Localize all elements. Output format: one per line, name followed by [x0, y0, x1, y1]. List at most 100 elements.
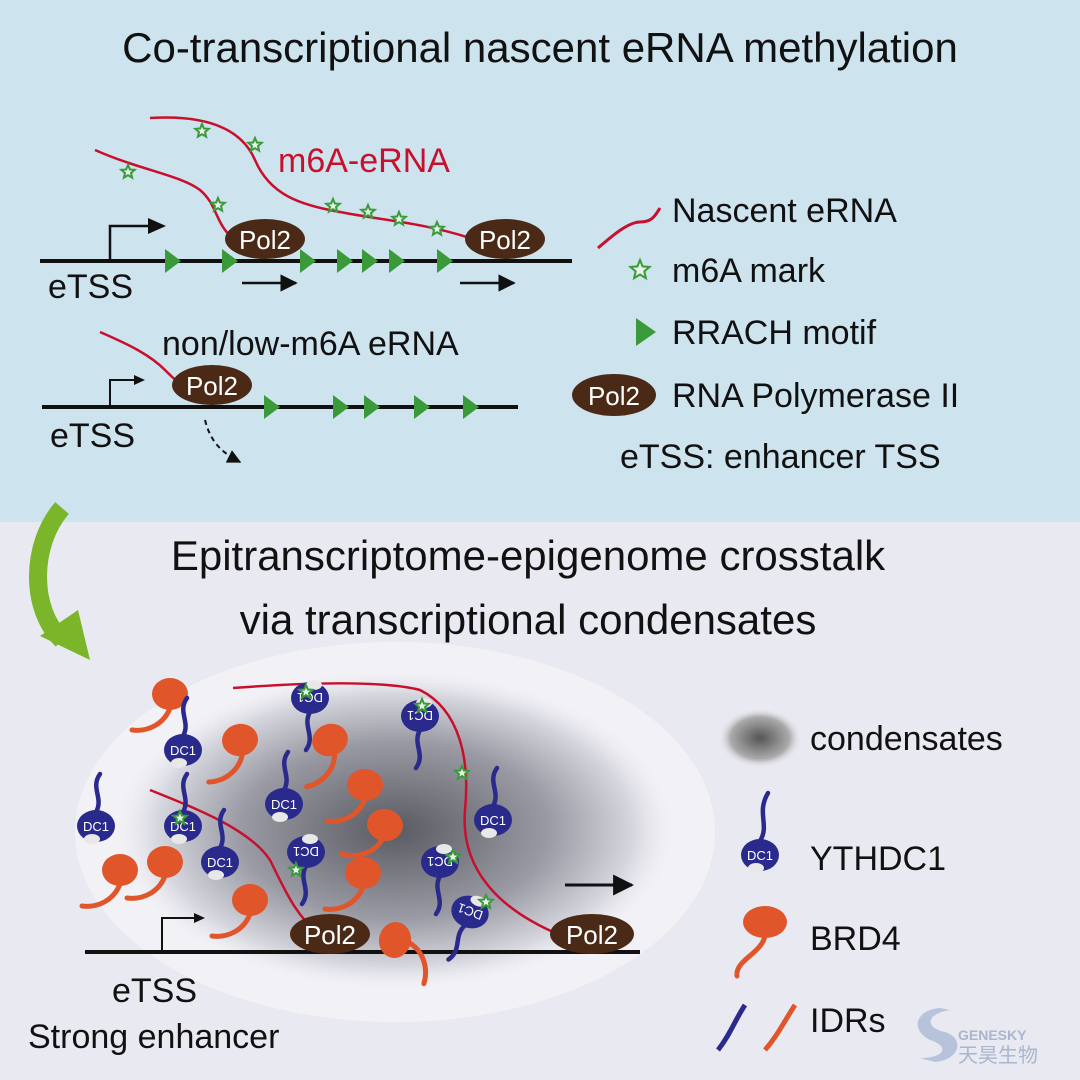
ythdc1-molecule: DC1: [265, 749, 303, 822]
legend-idr-orange-icon: [763, 1003, 798, 1052]
bottom-title-line-2: via transcriptional condensates: [240, 596, 817, 643]
pol2-top-1: Pol2: [225, 219, 305, 259]
rrach-motifs-row-1: [165, 249, 453, 273]
m6a-star-icon: [286, 860, 306, 878]
ythdc1-molecule: DC1: [474, 765, 512, 838]
dc1-label: DC1: [207, 855, 233, 870]
brd4-molecule: [324, 769, 383, 824]
ythdc1-molecule: DC1: [164, 695, 202, 768]
etss-arrow-head-1: [148, 218, 166, 234]
legend-m6a-mark: m6A mark: [672, 252, 826, 290]
legend-idrs: IDRs: [810, 1002, 886, 1040]
condensate-erna-short: [149, 788, 321, 936]
ythdc1-molecule: DC1: [287, 834, 325, 907]
ythdc1-molecule: DC1: [164, 771, 202, 844]
dc1-label: DC1: [480, 813, 506, 828]
pol2-label: Pol2: [479, 225, 531, 255]
dc1-label: DC1: [427, 854, 453, 869]
low-m6a-label: non/low-m6A eRNA: [162, 325, 459, 363]
legend-ythdc1: YTHDC1: [810, 840, 946, 878]
m6a-star-icon: [245, 135, 265, 153]
legend-brd4: BRD4: [810, 920, 901, 958]
dissociation-arrow: [204, 419, 242, 463]
dc1-label: DC1: [83, 819, 109, 834]
etss-arrow-1: [108, 224, 158, 261]
m6a-star-icon: [476, 892, 496, 910]
etss-arrow-head-bottom: [194, 913, 205, 923]
legend-ythdc1-icon: DC1: [741, 790, 779, 873]
pol2-bottom-1: Pol2: [290, 914, 370, 954]
brd4-molecule: [322, 857, 381, 912]
dc1-label: DC1: [271, 797, 297, 812]
etss-arrow-head-2: [134, 375, 145, 385]
brd4-molecule: [124, 846, 183, 901]
brd4-molecule: [734, 906, 787, 979]
ythdc1-molecule: DC1: [741, 790, 779, 873]
brd4-molecule: [338, 808, 403, 859]
molecules: DC1DC1DC1DC1DC1DC1DC1DC1DC1DC1DC1: [77, 678, 512, 987]
dc1-label: DC1: [170, 743, 196, 758]
m6a-erna-label: m6A-eRNA: [278, 142, 450, 180]
etss-label-2: eTSS: [50, 417, 135, 455]
m6a-star-icon: [628, 257, 652, 281]
rrach-motifs-row-2: [264, 395, 479, 419]
m6a-star-icon: [412, 696, 432, 714]
m6a-marks-bottom: [170, 682, 496, 910]
m6a-star-icon: [358, 202, 378, 220]
legend-rrach-triangle-icon: [636, 318, 656, 346]
m6a-star-icon: [208, 195, 228, 213]
dc1-label: DC1: [747, 848, 773, 863]
watermark-latin: GENESKY: [958, 1027, 1027, 1043]
m6a-star-icon: [389, 209, 409, 227]
pol2-label: Pol2: [186, 371, 238, 401]
bottom-title-line-1: Epitranscriptome-epigenome crosstalk: [171, 532, 886, 579]
m6a-star-icon: [170, 808, 190, 826]
ythdc1-molecule: DC1: [77, 771, 115, 844]
etss-label-bottom: eTSS: [112, 972, 197, 1010]
legend-pol2-badge-text: Pol2: [588, 381, 640, 411]
m6a-star-icon: [452, 763, 472, 781]
etss-label-1: eTSS: [48, 268, 133, 306]
pol2-bottom-2: Pol2: [550, 914, 634, 954]
ythdc1-molecule: DC1: [421, 844, 459, 917]
m6a-star-icon: [443, 847, 463, 865]
legend-pol2-badge: Pol2: [572, 374, 656, 416]
m6a-star-icon: [323, 196, 343, 214]
genesky-watermark-logo: GENESKY 天昊生物: [917, 1008, 1038, 1067]
brd4-molecule: [209, 884, 268, 939]
pol2-label: Pol2: [566, 920, 618, 950]
m6a-star-icon: [192, 121, 212, 139]
legend-idr-blue-icon: [716, 1003, 748, 1052]
etss-arrow-2: [109, 379, 140, 407]
brd4-molecule: [378, 922, 429, 987]
legend-brd4-icon: [734, 906, 787, 979]
m6a-marks-top: [118, 121, 447, 237]
legend-rna-polymerase: RNA Polymerase II: [672, 377, 959, 415]
condensate-erna-long: [232, 682, 561, 937]
top-title: Co-transcriptional nascent eRNA methylat…: [122, 24, 958, 71]
m6a-star-icon: [296, 682, 316, 700]
brd4-molecule: [206, 723, 258, 785]
legend-etss-definition: eTSS: enhancer TSS: [620, 438, 941, 476]
ythdc1-molecule: DC1: [201, 807, 239, 880]
legend-nascent-erna: Nascent eRNA: [672, 192, 897, 230]
legend-m6a-star-icon: [628, 257, 652, 281]
legend-rrach-motif: RRACH motif: [672, 314, 877, 352]
dc1-label: DC1: [293, 844, 319, 859]
m6a-star-icon: [427, 219, 447, 237]
legend-condensates: condensates: [810, 720, 1003, 758]
pol2-top-2: Pol2: [465, 219, 545, 259]
strong-enhancer-label: Strong enhancer: [28, 1018, 279, 1056]
brd4-molecule: [79, 854, 138, 909]
pol2-label: Pol2: [304, 920, 356, 950]
pol2-label: Pol2: [239, 225, 291, 255]
watermark-chinese: 天昊生物: [958, 1044, 1038, 1067]
brd4-molecule: [129, 678, 188, 733]
brd4-molecule: [304, 723, 348, 790]
transition-arrow-head: [40, 610, 90, 660]
m6a-star-icon: [118, 162, 138, 180]
legend-condensate-icon: [718, 708, 802, 768]
legend-nascent-erna-icon: [597, 207, 662, 250]
nascent-erna-1: [94, 148, 236, 241]
